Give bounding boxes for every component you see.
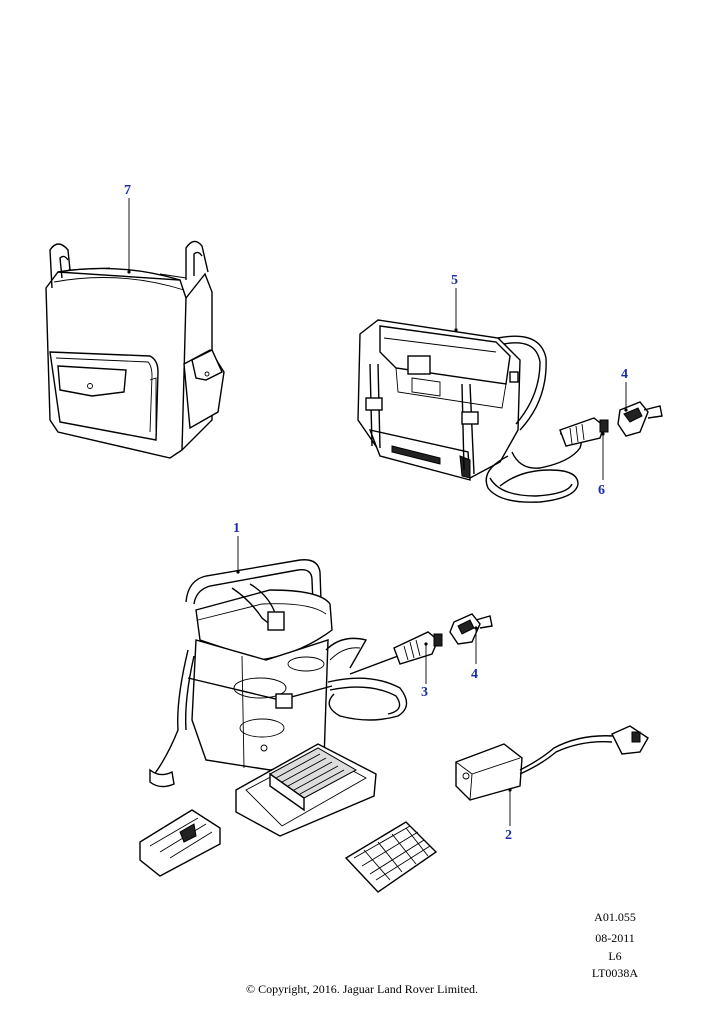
revision-date: 08-2011 [595, 931, 635, 945]
leader-lines [127, 198, 628, 826]
callout-4-middle: 4 [471, 667, 478, 682]
callout-7: 7 [124, 183, 131, 198]
callout-5: 5 [451, 273, 458, 288]
copyright-notice: © Copyright, 2016. Jaguar Land Rover Lim… [245, 982, 479, 996]
callout-2: 2 [505, 828, 512, 843]
illustration-code: LT0038A [591, 966, 639, 980]
soft-cool-bag-illustration [45, 240, 225, 459]
callout-6: 6 [598, 483, 605, 498]
callout-3: 3 [421, 685, 428, 700]
callout-4-top: 4 [621, 367, 628, 382]
model-code: L6 [608, 949, 622, 963]
callout-1: 1 [233, 521, 240, 536]
mains-adaptor-illustration [455, 725, 649, 801]
cool-box-kit-illustration [139, 559, 493, 893]
reference-number: A01.055 [594, 910, 636, 924]
cool-box-assembly-illustration [357, 319, 663, 503]
